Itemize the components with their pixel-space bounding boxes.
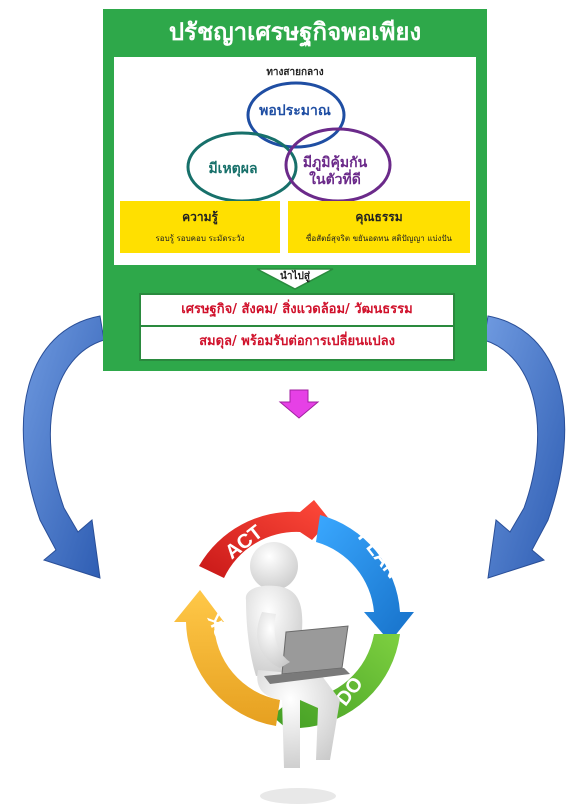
check-segment [174,590,280,726]
person-legs [257,670,340,768]
virtue-box: คุณธรรม ซื่อสัตย์สุจริต ขยันอดทน สติปัญญ… [288,201,470,253]
person-shadow [260,788,336,804]
person-with-laptop [245,542,350,804]
outcome-row-1: เศรษฐกิจ/ สังคม/ สิ่งแวดล้อม/ วัฒนธรรม [141,295,453,327]
laptop-icon [281,625,349,675]
panel-title: ปรัชญาเศรษฐกิจพอเพียง [168,18,422,46]
do-segment [272,634,400,740]
act-segment [199,500,330,578]
plan-segment [316,515,414,642]
person-arm [257,612,290,668]
magenta-down-arrow [278,389,320,419]
moderation-label: พอประมาณ [259,103,331,119]
knowledge-box: ความรู้ รอบรู้ รอบคอบ ระมัดระวัง [120,201,280,253]
reason-label: มีเหตุผล [208,161,258,177]
panel-inner: ทางสายกลาง พอประมาณ มีเหตุผล มีภูมิคุ้มก… [114,57,476,265]
knowledge-detail: รอบรู้ รอบคอบ ระมัดระวัง [155,234,245,243]
outcome-row-2: สมดุล/ พร้อมรับต่อการเปลี่ยนแปลง [199,334,395,349]
lead-to-arrow [256,268,334,290]
immunity-label: มีภูมิคุ้มกัน ในตัวที่ดี [302,155,368,188]
virtue-title: คุณธรรม [355,210,403,224]
circle-moderation [246,81,346,149]
lead-to-label: นำไปสู่ [280,271,310,282]
person-head [250,542,298,590]
philosophy-panel: ปรัชญาเศรษฐกิจพอเพียง ทางสายกลาง พอประมา… [103,9,487,371]
left-curved-arrow [22,315,105,579]
knowledge-title: ความรู้ [182,210,218,224]
right-curved-arrow [483,315,566,579]
middle-path-label: ทางสายกลาง [266,67,324,78]
virtue-detail: ซื่อสัตย์สุจริต ขยันอดทน สติปัญญา แบ่งปั… [305,234,453,243]
outcome-box: เศรษฐกิจ/ สังคม/ สิ่งแวดล้อม/ วัฒนธรรม ส… [139,293,455,361]
